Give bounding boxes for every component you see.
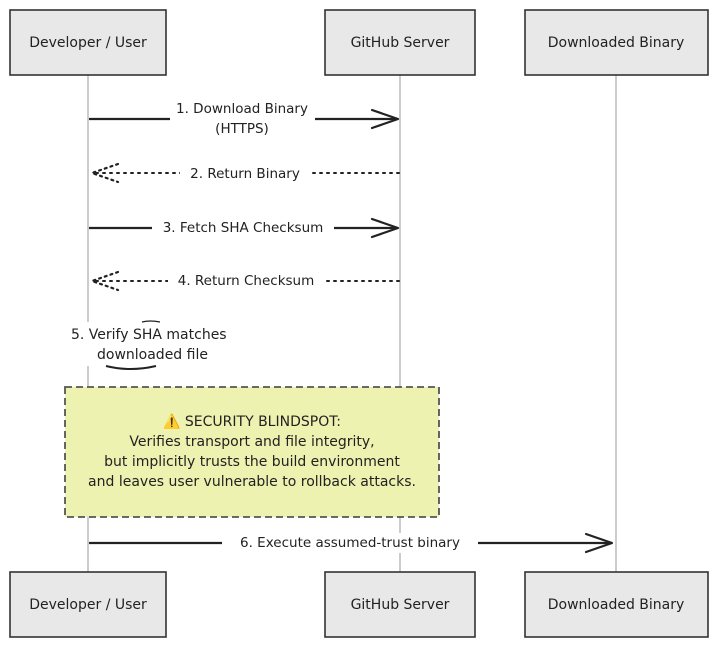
message-label: 1. Download Binary bbox=[176, 101, 308, 117]
actor-github-top: GitHub Server bbox=[324, 9, 476, 76]
message-6: 6. Execute assumed-trust binary bbox=[89, 532, 614, 554]
self-overline bbox=[141, 320, 161, 323]
message-label: 5. Verify SHA matches bbox=[71, 327, 227, 343]
message-label: 4. Return Checksum bbox=[178, 273, 315, 289]
actor-binary-bottom: Downloaded Binary bbox=[524, 571, 709, 638]
arrowhead bbox=[370, 108, 400, 130]
note-line: but implicitly trusts the build environm… bbox=[104, 454, 400, 470]
message-1: 1. Download Binary (HTTPS) bbox=[89, 98, 400, 138]
message-4: 4. Return Checksum bbox=[90, 270, 400, 292]
actor-developer-bottom: Developer / User bbox=[9, 571, 167, 638]
note-line: ⚠️ SECURITY BLINDSPOT: bbox=[163, 413, 341, 430]
message-2: 2. Return Binary bbox=[90, 162, 400, 184]
arrowhead bbox=[370, 217, 400, 239]
actor-label: Downloaded Binary bbox=[548, 597, 685, 613]
actor-label: GitHub Server bbox=[351, 35, 450, 51]
message-label: downloaded file bbox=[97, 347, 208, 363]
actor-binary-top: Downloaded Binary bbox=[524, 9, 709, 76]
security-note: ⚠️ SECURITY BLINDSPOT: Verifies transpor… bbox=[64, 386, 440, 518]
arrowhead bbox=[584, 532, 614, 554]
message-label: 2. Return Binary bbox=[190, 166, 300, 182]
actor-developer-top: Developer / User bbox=[9, 9, 167, 76]
self-underline bbox=[105, 365, 157, 370]
message-label: 3. Fetch SHA Checksum bbox=[163, 220, 324, 236]
actor-label: Developer / User bbox=[29, 597, 147, 613]
actor-label: GitHub Server bbox=[351, 597, 450, 613]
message-label: (HTTPS) bbox=[215, 121, 269, 137]
note-line: and leaves user vulnerable to rollback a… bbox=[88, 474, 416, 490]
actor-label: Developer / User bbox=[29, 35, 147, 51]
message-label: 6. Execute assumed-trust binary bbox=[240, 535, 460, 551]
actor-github-bottom: GitHub Server bbox=[324, 571, 476, 638]
message-5: 5. Verify SHA matches downloaded file bbox=[70, 320, 245, 370]
actor-label: Downloaded Binary bbox=[548, 35, 685, 51]
note-line: Verifies transport and file integrity, bbox=[129, 434, 374, 450]
message-3: 3. Fetch SHA Checksum bbox=[89, 217, 400, 239]
